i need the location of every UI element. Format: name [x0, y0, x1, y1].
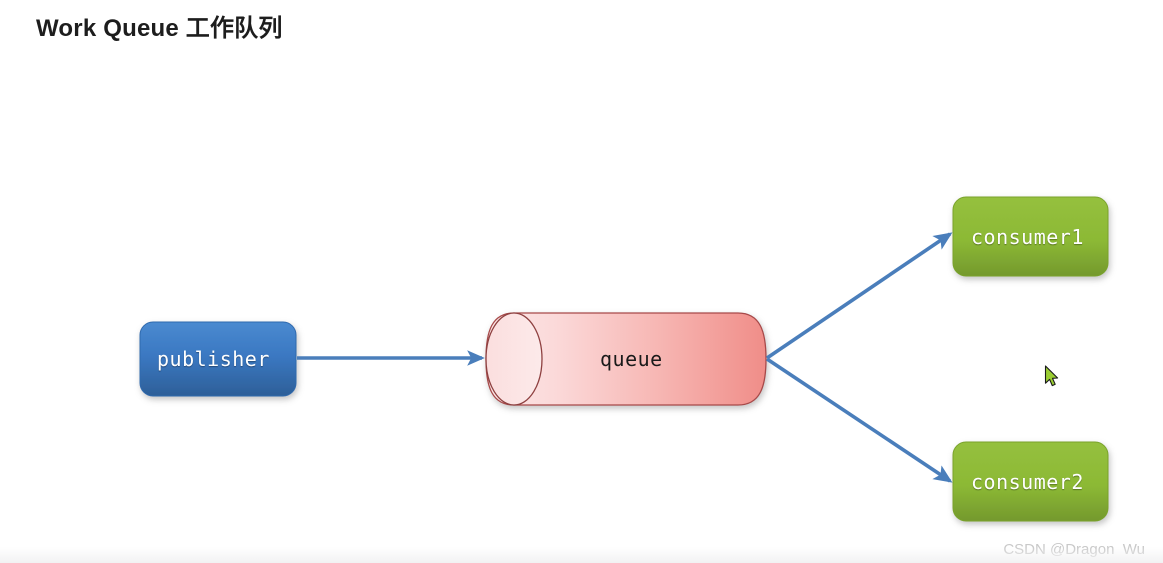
publisher-box[interactable]	[139, 321, 297, 397]
queue-cylinder-cap	[485, 312, 543, 406]
edge-queue-to-consumer1	[765, 232, 953, 360]
node-consumer1[interactable]	[952, 196, 1109, 277]
watermark-text: CSDN @Dragon Wu	[1003, 541, 1145, 558]
consumer2-box[interactable]	[952, 441, 1109, 522]
node-publisher[interactable]	[139, 321, 297, 397]
queue-cylinder-body[interactable]	[485, 312, 767, 406]
node-consumer2[interactable]	[952, 441, 1109, 522]
page-title: Work Queue 工作队列	[36, 15, 283, 42]
node-queue[interactable]	[485, 312, 767, 406]
consumer1-box[interactable]	[952, 196, 1109, 277]
edge-queue-to-consumer2	[766, 357, 953, 483]
